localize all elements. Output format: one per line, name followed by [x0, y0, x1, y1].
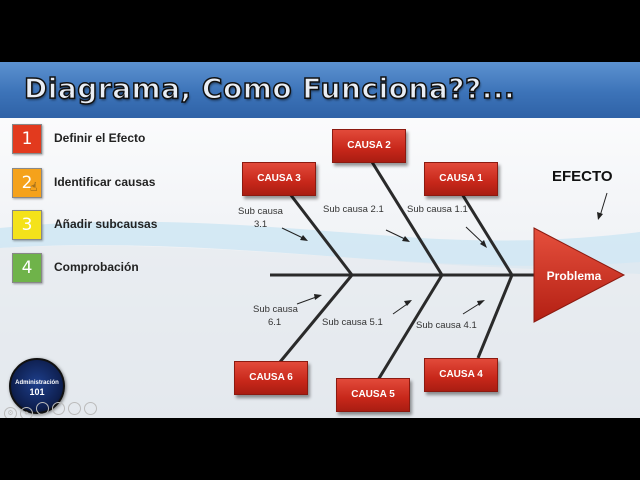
subcause-label-5-1: Sub causa 5.1 [322, 317, 383, 328]
cause-box-5: CAUSA 5 [336, 378, 410, 412]
circle-icon[interactable] [68, 402, 81, 415]
sub-arrowhead-5-1 [404, 300, 412, 306]
efecto-arrowhead [597, 212, 603, 220]
cause-box-6: CAUSA 6 [234, 361, 308, 395]
subcause-label-6-1-line2: 6.1 [268, 317, 282, 328]
subcause-label-1-1: Sub causa 1.1 [407, 204, 468, 215]
logo-number: 101 [29, 387, 45, 397]
problem-arrow [533, 227, 626, 323]
effect-label: EFECTO [552, 168, 613, 185]
step-number-badge: 2 [12, 168, 42, 198]
efecto-arrow [599, 192, 608, 217]
sub-arrow-1-1 [465, 226, 486, 246]
step-label: Identificar causas [54, 175, 156, 189]
slide-title: Diagrama, Como Funciona??... [23, 71, 516, 106]
cause-box-4: CAUSA 4 [424, 358, 498, 392]
logo-main-text: Administración [15, 380, 59, 386]
subcause-label-6-1-line1: Sub causa [253, 304, 298, 315]
bone-causa-2 [370, 161, 444, 276]
sub-arrowhead-3-1 [300, 235, 308, 241]
circle-icon[interactable] [36, 402, 49, 415]
title-bar: Diagrama, Como Funciona??... [0, 62, 640, 118]
circle-icon[interactable] [52, 402, 65, 415]
subcause-label-2-1: Sub causa 2.1 [323, 204, 384, 215]
step-number-badge: 3 [12, 210, 42, 240]
bone-causa-3 [288, 193, 354, 276]
hand-cursor-icon: ☝ [30, 180, 38, 194]
sub-arrowhead-1-1 [480, 240, 487, 248]
problem-label: Problema [546, 269, 602, 283]
bone-causa-1 [460, 193, 514, 276]
bone-causa-4 [476, 274, 514, 359]
user-icon[interactable]: ● [20, 407, 33, 418]
circle-icon[interactable] [84, 402, 97, 415]
step-label: Comprobación [54, 260, 139, 274]
subcause-label-3-1-line1: Sub causa [238, 206, 283, 217]
cause-box-2: CAUSA 2 [332, 129, 406, 163]
bone-causa-6 [278, 274, 354, 363]
step-label: Definir el Efecto [54, 131, 146, 145]
slide: Diagrama, Como Funciona??... 1 Definir e… [0, 62, 640, 418]
fishbone-diagram [270, 161, 626, 381]
sub-arrowhead-2-1 [402, 236, 410, 242]
sub-arrow-2-1 [385, 229, 408, 241]
cause-box-1: CAUSA 1 [424, 162, 498, 196]
player-controls: ⚙● [4, 402, 100, 418]
subcause-label-4-1: Sub causa 4.1 [416, 320, 477, 331]
subcause-label-3-1-line2: 3.1 [254, 219, 268, 230]
step-number-badge: 4 [12, 253, 42, 283]
cause-box-3: CAUSA 3 [242, 162, 316, 196]
bone-causa-5 [376, 274, 444, 381]
sub-arrowhead-4-1 [477, 300, 485, 306]
sub-arrowhead-6-1 [314, 294, 322, 300]
sub-arrow-3-1 [281, 227, 306, 240]
step-number-badge: 1 [12, 124, 42, 154]
gear-icon[interactable]: ⚙ [4, 407, 17, 418]
step-label: Añadir subcausas [54, 217, 158, 231]
